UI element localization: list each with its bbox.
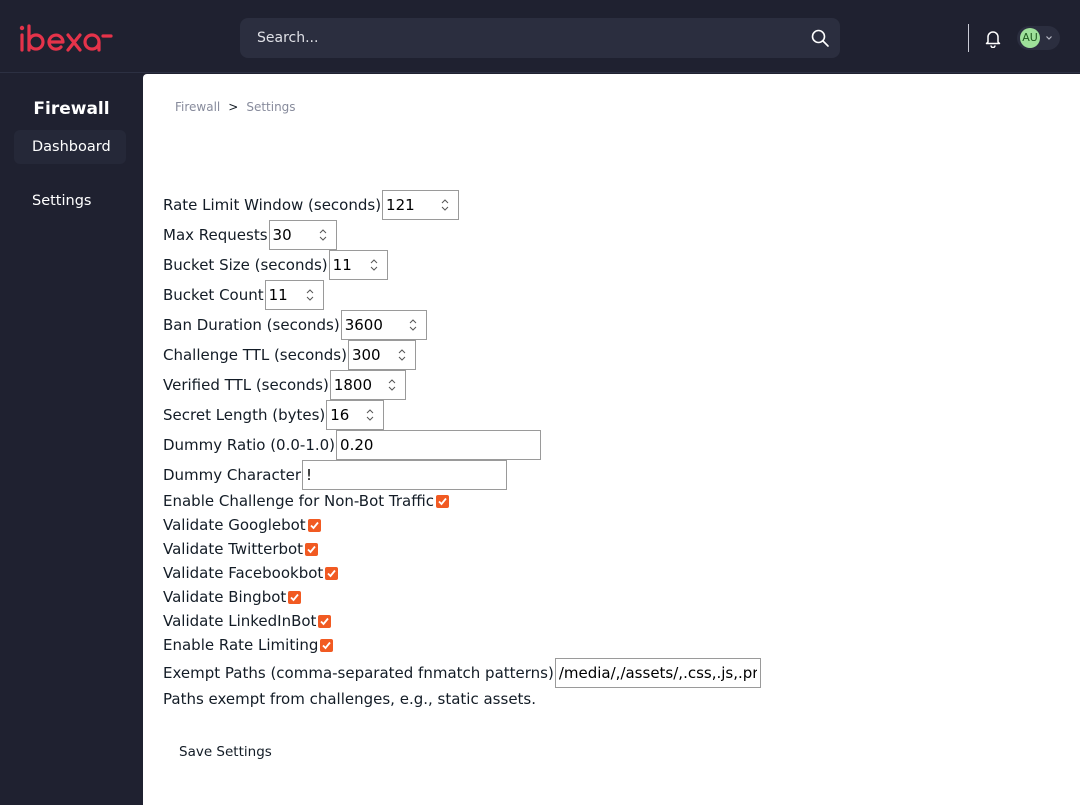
spinner-icon[interactable] [441,198,449,212]
save-settings-button[interactable]: Save Settings [163,736,288,768]
checkmark-icon [322,641,332,649]
validate-bingbot-checkbox[interactable] [288,590,302,604]
enable-challenge-checkbox[interactable] [435,494,449,508]
challenge-ttl-label: Challenge TTL (seconds) [163,346,347,364]
exempt-paths-label: Exempt Paths (comma-separated fnmatch pa… [163,664,554,682]
spinner-icon[interactable] [306,288,314,302]
max-requests-input[interactable]: 30 [268,220,337,250]
validate-twitterbot-checkbox[interactable] [305,542,319,556]
validate-linkedinbot-checkbox[interactable] [318,614,332,628]
bell-icon[interactable] [983,28,1003,48]
rate-limit-window-input[interactable]: 121 [382,190,460,220]
bucket-count-row: Bucket Count 11 [163,280,324,310]
search-icon[interactable] [810,28,830,48]
spinner-icon[interactable] [370,258,378,272]
ban-duration-row: Ban Duration (seconds) 3600 [163,310,427,340]
ban-duration-input[interactable]: 3600 [340,310,427,340]
enable-challenge-label: Enable Challenge for Non-Bot Traffic [163,492,434,510]
header-divider [968,24,969,52]
enable-rate-limiting-row: Enable Rate Limiting [163,636,334,654]
checkmark-icon [438,497,447,505]
bucket-size-label: Bucket Size (seconds) [163,256,328,274]
sidebar-title: Firewall [33,99,110,119]
bucket-size-input[interactable]: 11 [328,250,388,280]
validate-facebookbot-checkbox[interactable] [325,566,339,580]
validate-linkedinbot-label: Validate LinkedInBot [163,612,317,630]
spinner-icon[interactable] [366,408,374,422]
dummy-character-label: Dummy Character [163,466,301,484]
ban-duration-label: Ban Duration (seconds) [163,316,340,334]
challenge-ttl-input[interactable]: 300 [347,340,416,370]
exempt-paths-row: Exempt Paths (comma-separated fnmatch pa… [163,658,761,688]
max-requests-label: Max Requests [163,226,268,244]
spinner-icon[interactable] [319,228,327,242]
sidebar-item-dashboard[interactable]: Dashboard [14,130,126,164]
secret-length-label: Secret Length (bytes) [163,406,326,424]
chevron-down-icon [1046,36,1052,40]
enable-rate-limiting-label: Enable Rate Limiting [163,636,319,654]
bucket-size-row: Bucket Size (seconds) 11 [163,250,388,280]
spinner-icon[interactable] [409,318,417,332]
verified-ttl-label: Verified TTL (seconds) [163,376,329,394]
checkmark-icon [310,521,319,529]
main-content: Firewall > Settings Rate Limit Window (sec… [143,74,1080,805]
checkmark-icon [290,593,299,601]
avatar: AU [1020,28,1040,48]
max-requests-row: Max Requests 30 [163,220,337,250]
validate-googlebot-label: Validate Googlebot [163,516,306,534]
dummy-ratio-row: Dummy Ratio (0.0-1.0) [163,430,542,460]
spinner-icon[interactable] [388,378,396,392]
user-menu[interactable]: AU [1017,26,1060,50]
ibexa-logo[interactable] [19,22,113,54]
bucket-count-input[interactable]: 11 [264,280,324,310]
search-bar [240,18,840,58]
validate-linkedinbot-row: Validate LinkedInBot [163,612,332,630]
dummy-ratio-label: Dummy Ratio (0.0-1.0) [163,436,336,454]
exempt-paths-input[interactable] [554,658,761,688]
verified-ttl-row: Verified TTL (seconds) 1800 [163,370,406,400]
spinner-icon[interactable] [398,348,406,362]
checkmark-icon [320,617,330,625]
sidebar: Firewall Dashboard Settings [0,74,143,805]
enable-rate-limiting-checkbox[interactable] [320,638,334,652]
top-bar: AU [0,0,1080,73]
validate-googlebot-checkbox[interactable] [307,518,321,532]
breadcrumb-item-firewall[interactable]: Firewall [175,100,221,114]
dummy-character-row: Dummy Character [163,460,507,490]
validate-bingbot-row: Validate Bingbot [163,588,302,606]
enable-challenge-row: Enable Challenge for Non-Bot Traffic [163,492,449,510]
search-input[interactable] [240,18,800,58]
validate-facebookbot-row: Validate Facebookbot [163,564,339,582]
dummy-ratio-input[interactable] [336,430,542,460]
bucket-count-label: Bucket Count [163,286,264,304]
validate-twitterbot-row: Validate Twitterbot [163,540,319,558]
breadcrumb: Firewall > Settings [175,100,296,114]
breadcrumb-item-settings: Settings [246,100,296,114]
validate-twitterbot-label: Validate Twitterbot [163,540,304,558]
rate-limit-window-label: Rate Limit Window (seconds) [163,196,382,214]
breadcrumb-separator: > [228,100,239,114]
validate-googlebot-row: Validate Googlebot [163,516,321,534]
checkmark-icon [327,569,336,577]
checkmark-icon [307,545,316,553]
verified-ttl-input[interactable]: 1800 [329,370,406,400]
dummy-character-input[interactable] [301,460,507,490]
validate-bingbot-label: Validate Bingbot [163,588,287,606]
secret-length-row: Secret Length (bytes) 16 [163,400,385,430]
rate-limit-window-row: Rate Limit Window (seconds) 121 [163,190,460,220]
secret-length-input[interactable]: 16 [326,400,385,430]
challenge-ttl-row: Challenge TTL (seconds) 300 [163,340,416,370]
sidebar-item-settings[interactable]: Settings [32,193,92,209]
validate-facebookbot-label: Validate Facebookbot [163,564,324,582]
exempt-paths-help: Paths exempt from challenges, e.g., stat… [163,690,537,708]
